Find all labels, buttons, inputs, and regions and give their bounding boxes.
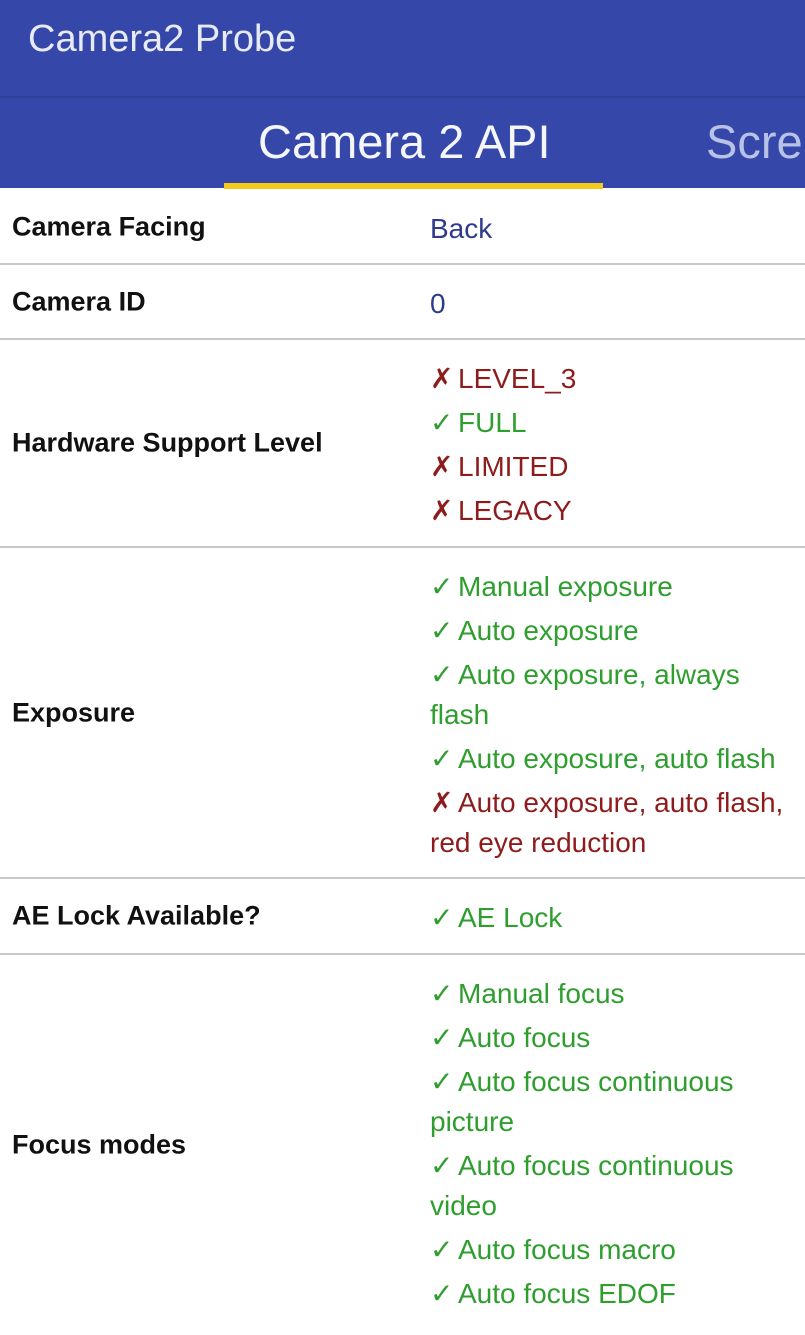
camera-id-value: 0 — [430, 288, 446, 319]
focus-modes-label: Focus modes — [12, 1129, 187, 1160]
row-hardware-support-level: Hardware Support Level ✗LEVEL_3✓FULL✗LIM… — [0, 340, 805, 548]
app-title: Camera2 Probe — [28, 18, 297, 60]
camera-facing-value: Back — [430, 213, 493, 244]
value-item: ✓FULL — [430, 403, 800, 443]
cross-icon: ✗ — [430, 451, 454, 482]
value-item-text: FULL — [458, 407, 527, 438]
value-item: ✓Auto focus EDOF — [430, 1274, 800, 1314]
check-icon: ✓ — [430, 1234, 454, 1265]
check-icon: ✓ — [430, 1150, 454, 1181]
tab-indicator — [224, 183, 603, 189]
row-camera-facing: Camera Facing Back — [0, 190, 805, 265]
value-item-text: Auto focus macro — [458, 1234, 676, 1265]
value-item-text: Auto exposure, auto flash — [458, 743, 776, 774]
check-icon: ✓ — [430, 743, 454, 774]
value-item-text: Auto focus continuous video — [430, 1150, 734, 1221]
check-icon: ✓ — [430, 1022, 454, 1053]
value-item-text: Manual exposure — [458, 571, 673, 602]
value-item-text: Auto exposure, auto flash, red eye reduc… — [430, 787, 784, 858]
value-item: ✓Manual focus — [430, 974, 800, 1014]
value-item: ✓Auto focus macro — [430, 1230, 800, 1270]
value-item: ✓Auto exposure — [430, 611, 800, 651]
value-item: ✗LEGACY — [430, 491, 800, 531]
value-item-text: LEVEL_3 — [458, 363, 577, 394]
value-item-text: LEGACY — [458, 495, 572, 526]
check-icon: ✓ — [430, 659, 454, 690]
row-exposure: Exposure ✓Manual exposure✓Auto exposure✓… — [0, 548, 805, 879]
check-icon: ✓ — [430, 978, 454, 1009]
check-icon: ✓ — [430, 1066, 454, 1097]
properties-list: Camera Facing Back Camera ID 0 Hardware … — [0, 190, 805, 1335]
value-item-text: Auto exposure — [458, 615, 639, 646]
row-ae-lock: AE Lock Available? ✓AE Lock — [0, 879, 805, 955]
value-item: ✗Auto exposure, auto flash, red eye redu… — [430, 783, 800, 863]
check-icon: ✓ — [430, 902, 454, 933]
value-item: ✓Auto exposure, auto flash — [430, 739, 800, 779]
check-icon: ✓ — [430, 407, 454, 438]
ae-lock-label: AE Lock Available? — [12, 900, 261, 931]
value-item: ✓Manual exposure — [430, 567, 800, 607]
cross-icon: ✗ — [430, 495, 454, 526]
value-item: ✗LIMITED — [430, 447, 800, 487]
value-item-text: Auto exposure, always flash — [430, 659, 740, 730]
value-item: ✓Auto focus continuous picture — [430, 1062, 800, 1142]
value-item-text: LIMITED — [458, 451, 569, 482]
value-item-text: Auto focus continuous picture — [430, 1066, 734, 1137]
row-camera-id: Camera ID 0 — [0, 265, 805, 340]
cross-icon: ✗ — [430, 787, 454, 818]
tab-camera-2-api[interactable]: Camera 2 API — [258, 115, 551, 168]
hardware-support-label: Hardware Support Level — [12, 427, 323, 458]
value-item: ✓Auto exposure, always flash — [430, 655, 800, 735]
focus-modes-values: ✓Manual focus✓Auto focus✓Auto focus cont… — [430, 974, 800, 1318]
value-item: ✓Auto focus continuous video — [430, 1146, 800, 1226]
value-item-text: Auto focus — [458, 1022, 591, 1053]
tab-next[interactable]: Scre — [706, 115, 803, 168]
check-icon: ✓ — [430, 571, 454, 602]
value-item: ✗LEVEL_3 — [430, 359, 800, 399]
check-icon: ✓ — [430, 1278, 454, 1309]
ae-lock-values: ✓AE Lock — [430, 898, 800, 942]
hardware-support-values: ✗LEVEL_3✓FULL✗LIMITED✗LEGACY — [430, 359, 800, 535]
value-item-text: Manual focus — [458, 978, 625, 1009]
value-item-text: AE Lock — [458, 902, 563, 933]
app-bar: Camera2 Probe — [0, 0, 805, 96]
cross-icon: ✗ — [430, 363, 454, 394]
value-item-text: Auto focus EDOF — [458, 1278, 676, 1309]
exposure-label: Exposure — [12, 697, 136, 727]
check-icon: ✓ — [430, 615, 454, 646]
value-item: ✓Auto focus — [430, 1018, 800, 1058]
exposure-values: ✓Manual exposure✓Auto exposure✓Auto expo… — [430, 567, 800, 867]
camera-facing-label: Camera Facing — [12, 211, 206, 241]
camera-id-label: Camera ID — [12, 286, 146, 316]
tab-divider — [0, 96, 805, 98]
row-focus-modes: Focus modes ✓Manual focus✓Auto focus✓Aut… — [0, 955, 805, 1335]
tab-bar: Camera 2 API Scre — [0, 96, 805, 188]
value-item: ✓AE Lock — [430, 898, 800, 938]
